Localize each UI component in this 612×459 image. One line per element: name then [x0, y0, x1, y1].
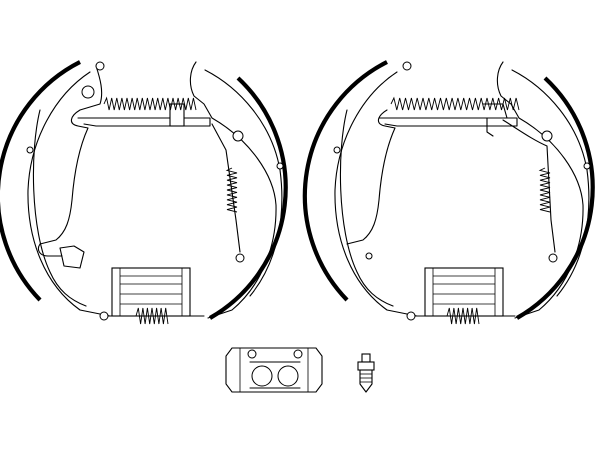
adjuster-strut: [378, 117, 518, 127]
left-brake-shoe-set: [0, 60, 288, 325]
left-shoe-inner-rim: [32, 109, 87, 307]
right-shoe-lining: [515, 76, 595, 320]
shoe-hole: [365, 252, 373, 260]
shoe-hole: [333, 146, 341, 154]
lower-return-spring: [135, 307, 169, 325]
shoe-hole: [95, 61, 105, 71]
mounting-bolt-hole: [293, 349, 303, 359]
anchor-plate: [111, 267, 191, 317]
upper-return-spring: [390, 96, 520, 111]
shoe-hole: [402, 61, 412, 71]
wheel-brake-cylinder: [225, 347, 323, 393]
left-shoe-lining: [302, 60, 388, 302]
mounting-bolt-hole: [247, 349, 257, 359]
shoe-hole: [232, 130, 244, 142]
right-shoe-web: [189, 61, 283, 319]
shoe-hole: [99, 311, 109, 321]
right-brake-shoe-set: [302, 60, 595, 325]
shoe-hole: [81, 85, 95, 99]
adjuster-strut: [77, 117, 211, 127]
adjuster-bracket: [169, 103, 185, 127]
handbrake-lever: [211, 123, 241, 253]
shoe-hole: [548, 253, 558, 263]
right-shoe-web: [496, 61, 590, 319]
upper-return-spring: [103, 96, 197, 111]
bleed-valve: [357, 353, 375, 393]
right-shoe-lining: [208, 76, 288, 320]
handbrake-lever: [502, 119, 556, 253]
left-shoe-lining: [0, 60, 81, 302]
left-shoe-tab: [59, 245, 85, 269]
shoe-hole: [541, 130, 553, 142]
shoe-hole: [276, 162, 284, 170]
shoe-hole: [26, 146, 34, 154]
left-shoe-web: [27, 65, 111, 317]
shoe-hole: [406, 311, 416, 321]
handbrake-spring: [225, 167, 238, 213]
handbrake-spring: [538, 167, 551, 213]
shoe-hole: [235, 253, 245, 263]
cylinder-bore: [277, 365, 299, 387]
lower-return-spring: [446, 307, 480, 325]
cylinder-bore: [251, 365, 273, 387]
left-shoe-web: [334, 71, 418, 317]
anchor-plate: [424, 267, 504, 317]
cylinder-boss: [249, 361, 301, 389]
left-shoe-inner-rim: [339, 109, 394, 307]
shoe-hole: [583, 162, 591, 170]
